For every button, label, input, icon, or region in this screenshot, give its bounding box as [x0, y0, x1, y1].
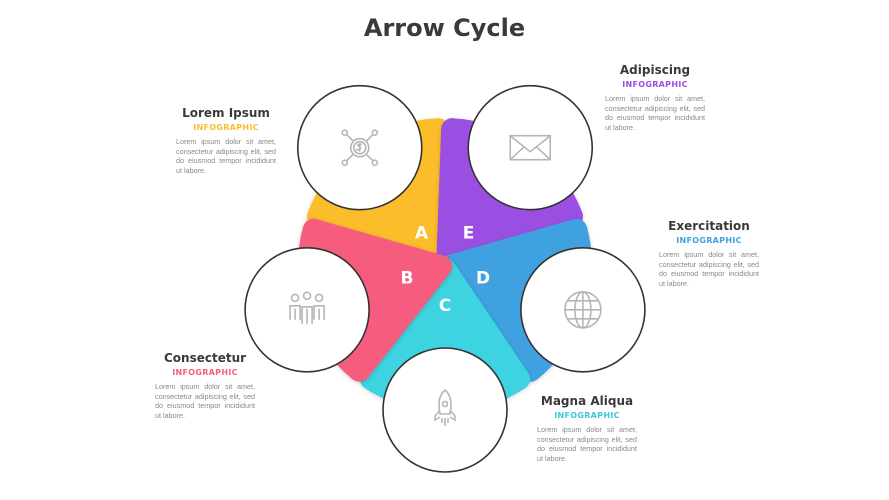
dollar-network-icon [341, 129, 379, 166]
text-block-a: Lorem Ipsum INFOGRAPHIC Lorem ipsum dolo… [176, 106, 276, 175]
block-subtitle: INFOGRAPHIC [193, 123, 259, 132]
block-subtitle: INFOGRAPHIC [172, 368, 238, 377]
segment-letter-b: B [400, 268, 413, 288]
diagram-title: Arrow Cycle [363, 14, 526, 42]
block-body: Lorem ipsum dolor sit amet, consectetur … [537, 425, 637, 463]
segment-letter-a: A [415, 224, 429, 244]
text-block-c: Magna Aliqua INFOGRAPHIC Lorem ipsum dol… [537, 394, 637, 463]
rocket-icon [434, 388, 456, 426]
text-block-d: Exercitation INFOGRAPHIC Lorem ipsum dol… [659, 219, 759, 288]
block-body: Lorem ipsum dolor sit amet, consectetur … [605, 94, 705, 132]
block-body: Lorem ipsum dolor sit amet, consectetur … [155, 382, 255, 420]
block-title: Magna Aliqua [540, 394, 634, 408]
step-circle-c [382, 347, 508, 473]
block-title: Consectetur [163, 351, 247, 365]
text-block-e: Adipiscing INFOGRAPHIC Lorem ipsum dolor… [605, 63, 705, 132]
block-subtitle: INFOGRAPHIC [622, 80, 688, 89]
people-group-icon [289, 291, 325, 324]
block-subtitle: INFOGRAPHIC [676, 236, 742, 245]
envelope-icon [509, 134, 552, 161]
globe-icon [564, 291, 602, 329]
step-circle-d [520, 247, 646, 373]
block-body: Lorem ipsum dolor sit amet, consectetur … [659, 250, 759, 288]
step-circle-a [296, 84, 423, 211]
block-title: Exercitation [668, 219, 750, 233]
block-title: Adipiscing [619, 63, 691, 77]
segment-letter-c: C [439, 296, 451, 316]
step-circle-e [467, 84, 594, 211]
block-body: Lorem ipsum dolor sit amet, consectetur … [176, 137, 276, 175]
segment-letter-d: D [476, 268, 490, 288]
segment-letter-e: E [463, 224, 475, 244]
block-title: Lorem Ipsum [182, 106, 270, 120]
step-circle-b [244, 247, 370, 373]
block-subtitle: INFOGRAPHIC [554, 411, 620, 420]
text-block-b: Consectetur INFOGRAPHIC Lorem ipsum dolo… [155, 351, 255, 420]
